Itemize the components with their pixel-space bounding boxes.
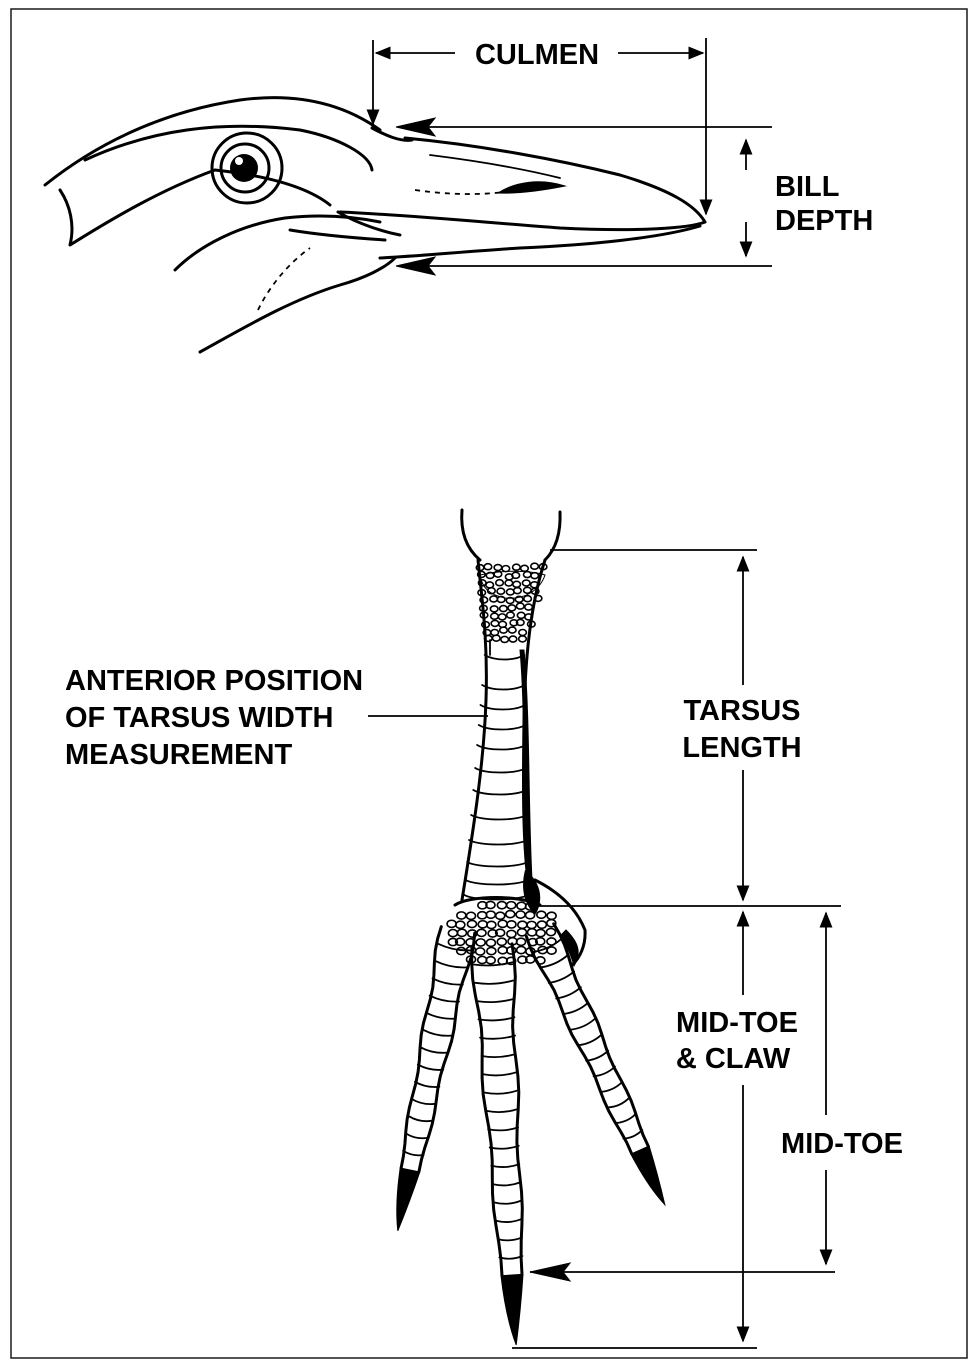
midtoe-claw-label-line2: & CLAW <box>676 1043 791 1075</box>
tarsus-label-line1: TARSUS <box>683 695 800 727</box>
anterior-tarsus-callout: ANTERIOR POSITION OF TARSUS WIDTH MEASUR… <box>65 665 488 771</box>
bird-foot-drawing <box>397 510 665 1345</box>
bill-depth-label-line2: DEPTH <box>775 205 873 237</box>
anterior-label-line2: OF TARSUS WIDTH <box>65 702 334 734</box>
tarsus-label-line2: LENGTH <box>682 732 801 764</box>
tarsus-length-measure: TARSUS LENGTH <box>535 550 841 906</box>
anterior-label-line1: ANTERIOR POSITION <box>65 665 363 697</box>
anterior-label-line3: MEASUREMENT <box>65 739 292 771</box>
bill-depth-label-line1: BILL <box>775 171 839 203</box>
midtoe-measure: MID-TOE <box>530 913 903 1281</box>
midtoe-claw-label-line1: MID-TOE <box>676 1007 798 1039</box>
bird-head-drawing <box>45 98 705 352</box>
culmen-label: CULMEN <box>475 39 599 71</box>
midtoe-claw-measure: MID-TOE & CLAW <box>512 912 798 1348</box>
midtoe-label: MID-TOE <box>781 1128 903 1160</box>
